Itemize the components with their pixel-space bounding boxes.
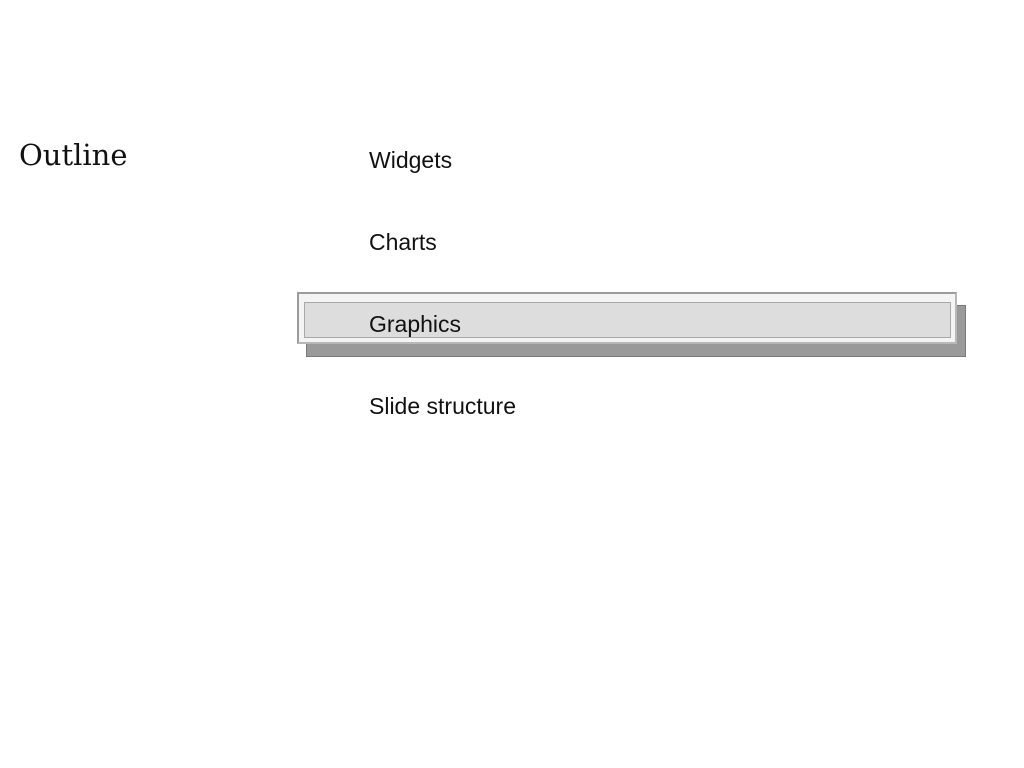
outline-item-widgets[interactable]: Widgets — [369, 147, 453, 173]
slide-title: Outline — [19, 138, 128, 172]
current-section-highlight — [297, 292, 966, 357]
highlight-inner — [304, 302, 951, 338]
outline-item-slide-structure[interactable]: Slide structure — [369, 393, 517, 419]
outline-item-graphics[interactable]: Graphics — [369, 311, 462, 337]
outline-item-charts[interactable]: Charts — [369, 229, 437, 255]
